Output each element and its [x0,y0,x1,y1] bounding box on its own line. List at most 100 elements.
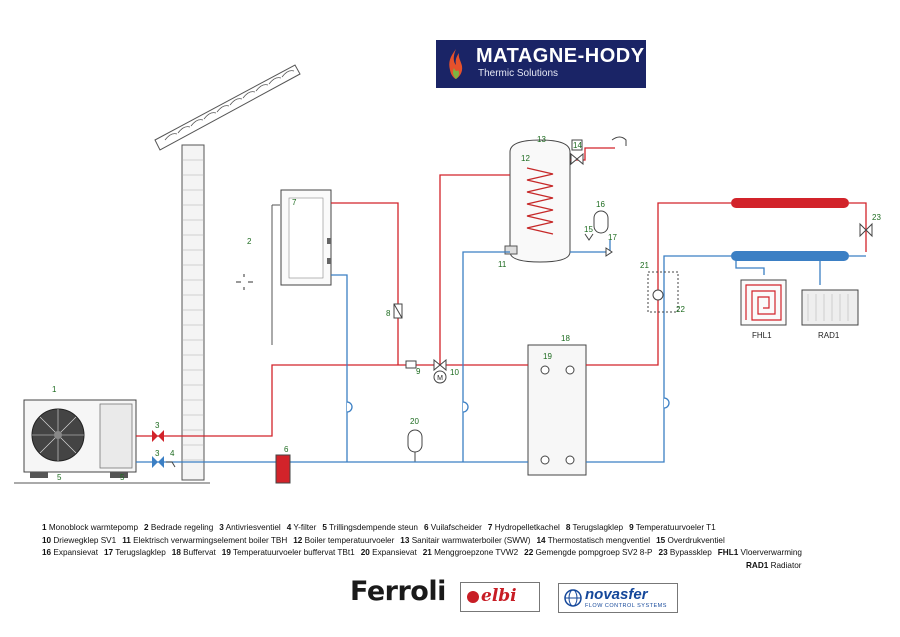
legend-item: 11 Elektrisch verwarmingselement boiler … [122,536,287,545]
matagne-hody-logo: MATAGNE-HODY Thermic Solutions [436,40,646,88]
legend-item-text: Expansievat [372,548,417,558]
legend-item-number: 2 [144,523,149,532]
legend-item: 14 Thermostatisch mengventiel [536,536,650,545]
label-14: 14 [573,141,582,150]
legend-item: 17 Terugslagklep [104,548,166,557]
label-23: 23 [872,213,881,222]
radiator [801,289,859,326]
return-manifold [731,251,849,261]
pipe-crossovers [346,397,670,413]
legend-item-text: Trillingsdempende steun [329,523,418,532]
legend-row-3: 16 Expansievat 17 Terugslagklep 18 Bufferv… [42,547,872,560]
legend-item-text: Temperatuurvoeler buffervat TBt1 [233,548,355,558]
legend-item-text: Menggroepzone TVW2 [434,548,519,558]
brick-wall [181,144,205,481]
expansion-vessel-20 [407,429,423,462]
dhw-boiler-tank [504,139,571,263]
expansion-vessel-16 [593,210,609,234]
label-3a: 3 [155,421,160,430]
legend-item-text: Bypassklep [669,548,712,558]
roof [154,64,301,151]
legend-item-text: Radiator [770,560,802,570]
label-16: 16 [596,200,605,209]
legend-item: 18 Buffervat [172,548,216,557]
legend-item: 2 Bedrade regeling [144,523,213,532]
legend-item-text: Y-filter [293,523,317,532]
legend-item: FHL1 Vloerverwarming [718,548,802,557]
antifreeze-valve-top [152,430,164,442]
legend-item-text: Vuilafscheider [430,523,482,532]
label-rad1: RAD1 [818,331,840,340]
label-4: 4 [170,449,175,458]
legend-item-text: Elektrisch verwarmingselement boiler TBH [133,535,288,545]
legend-item: 1 Monoblock warmtepomp [42,523,138,532]
check-valve-17 [605,247,613,257]
flame-icon [449,49,463,79]
thermostatic-mixing-valve [570,136,627,166]
legend-item: 16 Expansievat [42,548,98,557]
legend-item-number: 3 [219,523,224,532]
label-fhl1: FHL1 [752,331,772,340]
label-7: 7 [292,198,297,207]
legend-item-number: 23 [658,548,668,558]
legend-item-number: 22 [524,548,534,558]
check-valve-8 [393,303,403,319]
legend-item-number: 8 [565,523,571,532]
legend-item-number: 21 [422,548,432,558]
return-pipes [136,240,866,463]
legend-item-number: 20 [360,548,370,558]
monoblock-heat-pump [23,399,137,478]
label-22: 22 [676,305,685,314]
legend-item: 7 Hydropelletkachel [488,523,560,532]
brand-tagline: Thermic Solutions [478,68,559,79]
legend-item-number: 5 [322,523,327,532]
y-filter [166,461,176,468]
legend-item-number: 9 [629,523,634,532]
hydraulic-diagram: M 1 2 3 3 4 5 5 6 7 8 9 10 11 12 13 14 1… [14,64,881,484]
legend-item-number: FHL1 [717,548,739,558]
legend-item-number: 4 [286,523,292,532]
legend-item: 6 Vuilafscheider [424,523,482,532]
motor-label: M [437,375,443,382]
legend-item-number: 14 [536,535,546,545]
legend-item: 15 Overdrukventiel [656,536,725,545]
three-way-valve: M [433,358,447,384]
legend-item-number: RAD1 [746,560,769,570]
legend-item-number: 19 [221,548,231,558]
legend-item-text: Expansievat [53,548,98,558]
label-5b: 5 [120,473,125,482]
legend-item-text: Sanitair warmwaterboiler (SWW) [411,535,531,545]
temp-sensor-t1 [405,360,417,369]
novasfer-logo: novasfer FLOW CONTROL SYSTEMS [558,583,678,613]
ferroli-logo: Ferroli [350,576,446,607]
legend-item-number: 12 [293,535,303,545]
antifreeze-valve-bottom [152,456,164,468]
legend-item: 9 Temperatuurvoeler T1 [629,523,716,532]
legend-item-number: 13 [400,535,410,545]
wired-controller-symbol [236,274,253,290]
novasfer-globe-icon [564,589,582,607]
legend-item-text: Driewegklep SV1 [53,535,117,545]
label-5a: 5 [57,473,62,482]
label-20: 20 [410,417,419,426]
label-13: 13 [537,135,546,144]
bypass-valve [859,222,873,238]
hydro-pellet-stove [271,189,332,345]
legend-item-number: 16 [42,548,52,558]
buffer-tank [527,344,587,476]
label-12: 12 [521,154,530,163]
legend-row-1: 1 Monoblock warmtepomp 2 Bedrade regeling… [42,522,872,535]
legend-item-number: 10 [42,535,52,545]
label-19: 19 [543,352,552,361]
legend-item-text: Overdrukventiel [667,535,725,545]
component-legend: 1 Monoblock warmtepomp 2 Bedrade regeling… [42,522,872,572]
legend-row-2: 10 Driewegklep SV1 11 Elektrisch verwarmi… [42,535,872,548]
legend-item: 22 Gemengde pompgroep SV2 8-P [524,548,652,557]
novasfer-wordmark: novasfer [585,586,648,603]
legend-item-number: 15 [656,535,666,545]
mixing-group [647,271,679,313]
elbi-mark-icon [467,591,479,603]
legend-item-text: Vloerverwarming [740,548,802,558]
pressure-relief-valve [584,233,594,241]
